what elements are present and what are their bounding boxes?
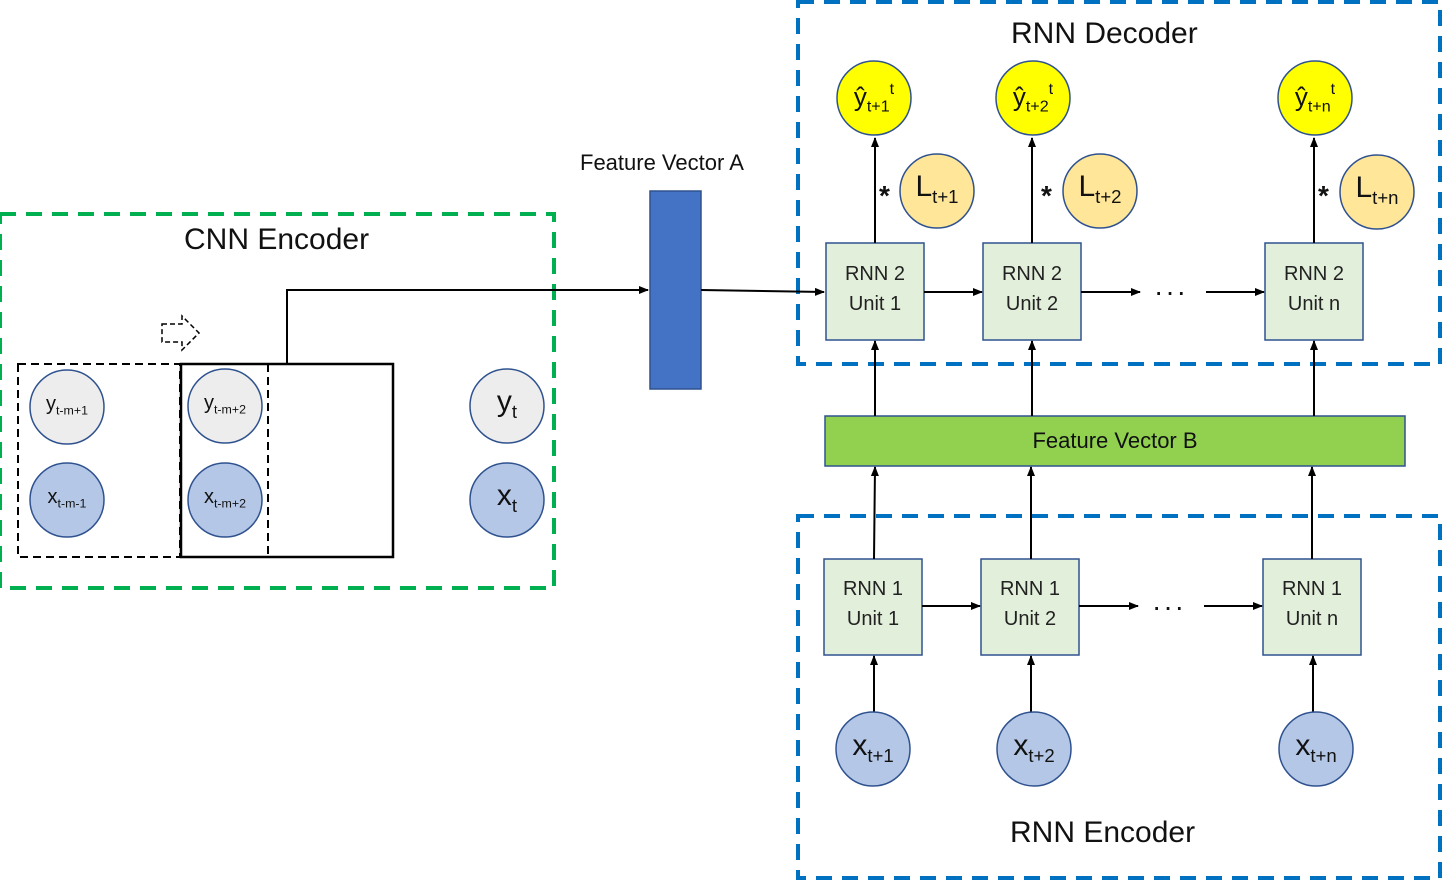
rnn-encoder-title: RNN Encoder	[1010, 816, 1196, 849]
output-n-circle	[1277, 60, 1353, 136]
feature-a-to-decoder-arrow	[700, 287, 825, 296]
cnn-x-t-m-1-circle	[29, 462, 105, 538]
encoder-1-to-feature-b	[870, 466, 879, 560]
output-1-circle	[836, 60, 912, 136]
output-2-label: ŷt+2t	[1012, 80, 1054, 116]
cnn-y-t-m+2-label: yt-m+2	[203, 392, 247, 417]
feature-vector-a-bar	[649, 190, 702, 390]
feature-vector-b-label: Feature Vector B	[1032, 428, 1198, 453]
cnn-encoder-border	[0, 212, 556, 590]
encoder-input-2-circle	[996, 711, 1072, 787]
cnn-y-t-m+1-circle	[29, 369, 105, 445]
output-n-label: ŷt+nt	[1294, 80, 1336, 116]
cnn-x-t-m-1-label: xt-m-1	[47, 486, 87, 511]
feature-vector-b-bar	[824, 415, 1406, 467]
cnn-encoder-title: CNN Encoder	[184, 223, 370, 256]
cnn-window-dashed	[17, 363, 181, 558]
weight-2-circle	[1062, 153, 1138, 229]
encoder-input-1-label: xt+1	[852, 729, 894, 767]
weight-n-circle	[1339, 154, 1415, 230]
cnn-x-t-label: xt	[496, 479, 518, 517]
rnn-decoder-border	[796, 0, 1442, 366]
cnn-x-t-m+2-label: xt-m+2	[203, 486, 247, 511]
encoder-unit-1-box	[823, 558, 923, 656]
encoder-input-n-circle	[1278, 711, 1354, 787]
cnn-x-t-m+2-circle	[187, 462, 263, 538]
multiply-symbol-n: *	[1318, 180, 1329, 211]
weight-2-label: Lt+2	[1078, 170, 1122, 208]
cnn-x-t-circle	[469, 462, 545, 538]
decoder-unit-n-box	[1264, 242, 1364, 341]
multiply-symbol-2: *	[1041, 180, 1052, 211]
weight-1-label: Lt+1	[915, 170, 959, 208]
cnn-y-t-m+2-circle	[187, 368, 263, 444]
rnn-encoder-border	[796, 514, 1442, 880]
encoder-input-2-label: xt+2	[1013, 729, 1055, 767]
cnn-y-t-circle	[469, 368, 545, 444]
feature-vector-a-label: Feature Vector A	[580, 150, 744, 175]
encoder-input-1-circle	[835, 711, 911, 787]
encoder-input-n-label: xt+n	[1295, 729, 1337, 767]
encoder-ellipsis: ···	[1152, 591, 1186, 622]
output-2-circle	[995, 60, 1071, 136]
multiply-symbol-1: *	[879, 180, 890, 211]
cnn-y-t-label: yt	[496, 385, 518, 423]
cnn-to-feature-a-arrow	[286, 286, 649, 364]
rnn-decoder-title: RNN Decoder	[1011, 17, 1198, 50]
output-1-label: ŷt+1t	[853, 80, 895, 116]
weight-n-label: Lt+n	[1355, 171, 1399, 209]
decoder-ellipsis: ···	[1154, 276, 1188, 307]
weight-1-circle	[899, 153, 975, 229]
slide-arrow-icon	[161, 314, 201, 352]
cnn-y-t-m+1-label: yt-m+1	[45, 393, 89, 418]
encoder-unit-n-box	[1262, 558, 1362, 656]
